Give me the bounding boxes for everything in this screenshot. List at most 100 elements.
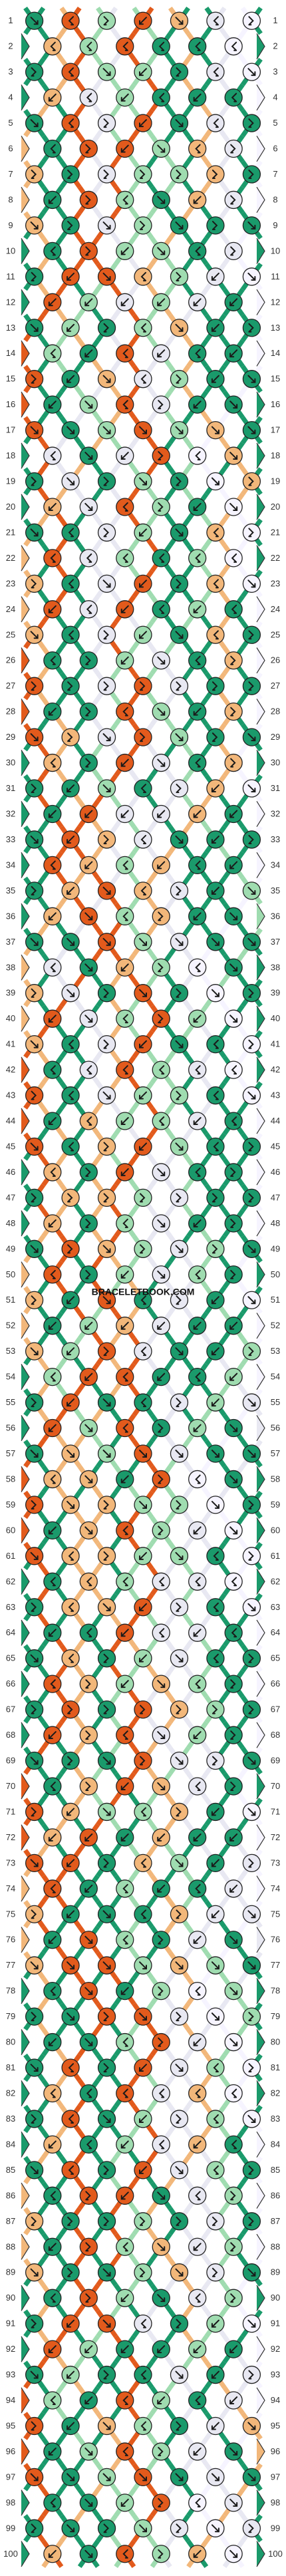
forward-knot-arrow-icon [139, 426, 147, 434]
knot [188, 1418, 207, 1438]
knot [43, 549, 62, 567]
forward-backward-knot-arrow-icon [195, 1986, 201, 1996]
knot [152, 804, 170, 824]
backward-knot-arrow-icon [211, 1910, 219, 1919]
backward-knot-arrow-icon [157, 1833, 166, 1842]
edge-strand [21, 750, 30, 776]
backward-knot-arrow-icon [193, 93, 202, 102]
knot [206, 420, 225, 440]
knot [224, 1931, 243, 1949]
knot [97, 216, 116, 235]
knot [206, 574, 225, 593]
row-number-51-left: 51 [6, 1295, 15, 1305]
forward-backward-knot-arrow-icon [140, 1398, 146, 1408]
forward-backward-knot-arrow-icon [122, 1065, 128, 1075]
knot [79, 1418, 98, 1438]
edge-strand [256, 186, 265, 213]
forward-backward-knot-arrow-icon [85, 1269, 91, 1279]
knot [152, 2032, 170, 2052]
row-number-7-right: 7 [273, 169, 277, 179]
row-number-38-left: 38 [6, 962, 15, 972]
forward-knot-arrow-icon [175, 2268, 184, 2277]
knot [152, 1418, 170, 1438]
knot [97, 2110, 116, 2128]
knot [188, 2494, 207, 2512]
forward-backward-knot-arrow-icon [86, 2140, 92, 2150]
knot [79, 1879, 98, 1898]
row-number-28-right: 28 [271, 707, 280, 717]
forward-backward-knot-arrow-icon [213, 118, 219, 128]
edge-strand [256, 1056, 265, 1083]
forward-knot-arrow-icon [211, 2524, 219, 2533]
forward-knot-arrow-icon [175, 528, 184, 537]
knot [188, 1981, 207, 2001]
backward-knot-arrow-icon [84, 1321, 93, 1330]
forward-knot-arrow-icon [229, 1987, 238, 1995]
forward-backward-knot-arrow-icon [231, 2140, 237, 2150]
knot [224, 1777, 243, 1796]
knot [170, 1137, 189, 1156]
backward-knot-arrow-icon [139, 528, 147, 537]
forward-backward-knot-arrow-icon [176, 2523, 182, 2533]
knot [61, 319, 80, 337]
row-number-37-right: 37 [271, 937, 280, 947]
knot [25, 1956, 44, 1975]
forward-backward-knot-arrow-icon [248, 169, 254, 179]
knot [43, 958, 62, 977]
forward-backward-knot-arrow-icon [103, 630, 109, 640]
knot [43, 344, 62, 363]
forward-backward-knot-arrow-icon [158, 1628, 165, 1638]
knot [188, 344, 207, 363]
backward-knot-arrow-icon [157, 1884, 166, 1893]
knot [206, 1956, 225, 1975]
knot [134, 1496, 152, 1514]
edge-strand [256, 238, 265, 264]
forward-backward-knot-arrow-icon [176, 1909, 182, 1919]
knot [188, 395, 207, 414]
edge-strand [21, 1210, 30, 1237]
row-number-31-right: 31 [271, 783, 280, 793]
knot [188, 190, 207, 210]
backward-knot-arrow-icon [120, 1475, 129, 1484]
forward-knot-arrow-icon [30, 1859, 39, 1867]
forward-knot-arrow-icon [67, 2524, 75, 2533]
forward-backward-knot-arrow-icon [213, 1551, 219, 1561]
forward-knot-arrow-icon [102, 784, 111, 793]
knot [206, 267, 225, 286]
knot [188, 1726, 207, 1744]
forward-backward-knot-arrow-icon [248, 118, 254, 128]
knot [224, 1214, 243, 1233]
row-number-33-left: 33 [6, 834, 15, 844]
forward-backward-knot-arrow-icon [122, 2037, 128, 2047]
backward-knot-arrow-icon [84, 861, 93, 870]
knot [242, 2263, 261, 2282]
knot [242, 1342, 261, 1361]
knot [206, 1086, 225, 1105]
row-number-54-left: 54 [6, 1372, 15, 1382]
forward-backward-knot-arrow-icon [248, 1039, 254, 1049]
forward-backward-knot-arrow-icon [50, 1167, 56, 1177]
forward-backward-knot-arrow-icon [213, 630, 219, 640]
knot [188, 804, 207, 824]
forward-backward-knot-arrow-icon [31, 1704, 37, 1714]
knot [116, 1981, 134, 2001]
knot [61, 2468, 80, 2487]
knot [79, 1470, 98, 1489]
backward-knot-arrow-icon [120, 2294, 129, 2303]
forward-knot-arrow-icon [211, 937, 219, 946]
backward-knot-arrow-icon [120, 247, 129, 255]
knot [61, 11, 80, 30]
knot [43, 1317, 62, 1335]
knot [79, 2442, 98, 2461]
knot [188, 1828, 207, 1847]
knot [188, 2391, 207, 2410]
knot [116, 600, 134, 619]
knot [134, 2468, 152, 2487]
row-number-72-right: 72 [271, 1832, 280, 1842]
forward-knot-arrow-icon [247, 886, 256, 895]
knot [97, 882, 116, 900]
forward-knot-arrow-icon [30, 1654, 39, 1663]
backward-knot-arrow-icon [120, 758, 129, 767]
row-number-24-right: 24 [271, 604, 280, 614]
knot [79, 1265, 98, 1284]
